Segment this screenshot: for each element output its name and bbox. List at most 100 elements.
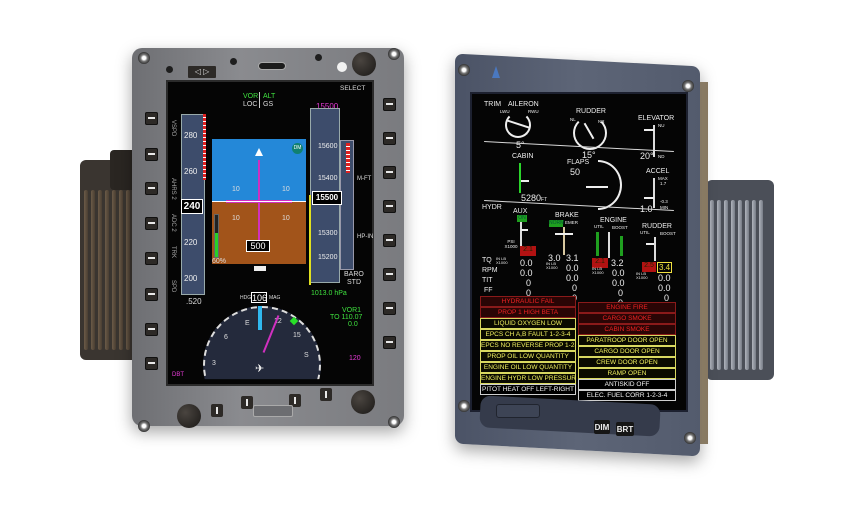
left-line-select-key-3[interactable] (145, 182, 158, 195)
rudder-trim-nl: NL (570, 117, 576, 122)
roll-pointer-icon (255, 148, 263, 156)
bottom-key-1[interactable] (211, 404, 223, 417)
caution-message: ENGINE FIRE (578, 302, 676, 313)
brightness-rocker[interactable] (258, 62, 286, 70)
airspeed-tick: 280 (184, 131, 198, 140)
bottom-key-4[interactable] (320, 388, 332, 401)
engine-2-tit: 0 (572, 283, 578, 293)
engine-2-unit: IN LB X1000 (546, 261, 558, 270)
brt-button[interactable]: BRT (616, 422, 634, 436)
engine-util-value: 2.1 (592, 258, 608, 268)
right-line-select-key-6[interactable] (383, 268, 396, 281)
caution-message: PITOT HEAT OFF LEFT-RIGHT (480, 384, 576, 395)
engine-3-tit: 0 (618, 288, 624, 298)
eicas-label-plate (496, 404, 540, 418)
brake-scale (563, 227, 565, 255)
vsi-scale (340, 140, 354, 270)
aux-value: 2.1 (520, 246, 536, 256)
dim-button[interactable]: DIM (594, 420, 610, 434)
nav-source: VOR1 (342, 307, 362, 314)
left-line-select-key-4[interactable] (145, 217, 158, 230)
caution-list-left: HYDRAULIC FAIL PROP 1 HIGH BETA LIQUID O… (480, 296, 576, 395)
screw (230, 58, 237, 65)
right-line-select-key-7[interactable] (383, 302, 396, 315)
engine-3-tq: 0.0 (612, 268, 625, 278)
caution-message: CABIN SMOKE (578, 324, 676, 335)
left-line-select-key-7[interactable] (145, 323, 158, 336)
right-bottom-knob[interactable] (351, 390, 375, 414)
brake-status: NORM (549, 220, 565, 227)
caution-message: PROP OIL LOW QUANTITY (480, 351, 576, 362)
arrow-right-icon[interactable]: ▷ (203, 67, 210, 76)
cabin-label: CABIN (512, 153, 534, 160)
lateral-armed-mode: VOR (243, 93, 259, 100)
fd-percent: 60% (212, 258, 227, 265)
left-bottom-knob[interactable] (177, 404, 201, 428)
airspeed-tick: 200 (184, 274, 198, 283)
rudder-boost-value: 3.4 (657, 262, 672, 273)
brake-right-value: 3.1 (566, 253, 579, 263)
annunciator-divider (259, 92, 260, 108)
altitude-readout: 15500 (312, 191, 342, 205)
trim-title: TRIM (484, 101, 502, 108)
altitude-tick: 15400 (318, 175, 338, 182)
flaps-needle (586, 186, 608, 188)
left-line-select-key-8[interactable] (145, 357, 158, 370)
left-line-select-key-5[interactable] (145, 252, 158, 265)
altitude-bug-line (309, 195, 311, 285)
altitude-tick: 15600 (318, 143, 338, 150)
pitch-ladder (258, 160, 260, 250)
photo-sensor (337, 62, 347, 72)
airspeed-readout: 240 (181, 199, 203, 214)
caution-message: CARGO DOOR OPEN (578, 346, 676, 357)
select-knob[interactable] (352, 52, 376, 76)
engine-1-ff: 0 (526, 288, 532, 298)
aux-label: AUX (513, 208, 528, 215)
caution-message: EPCS NO REVERSE PROP 1-2-3-4 (480, 340, 576, 351)
caution-message: ANTISKID OFF (578, 379, 676, 390)
side-label: SPD (170, 280, 176, 293)
engine-scale (608, 232, 610, 258)
cabin-unit: FT (541, 197, 548, 203)
right-line-select-key-2[interactable] (383, 132, 396, 145)
engine-4-tq: 0.0 (658, 273, 671, 283)
right-line-select-key-8[interactable] (383, 336, 396, 349)
compass-letter: E (245, 320, 250, 327)
aileron-value: 5° (516, 140, 525, 150)
bottom-key-2[interactable] (241, 396, 253, 409)
caution-message: PROP 1 HIGH BETA (480, 307, 576, 318)
caution-message: HYDRAULIC FAIL (480, 296, 576, 307)
heading-label: HDG (240, 295, 252, 301)
page-arrow-buttons[interactable]: ◁ ▷ (188, 66, 216, 78)
right-line-select-key-4[interactable] (383, 200, 396, 213)
flaps-value: 50 (570, 167, 581, 177)
accel-scale (653, 178, 655, 208)
engine-boost-label: BOOST (612, 225, 628, 230)
engine-row-label-tit: TIT (482, 277, 493, 284)
right-line-select-key-1[interactable] (383, 98, 396, 111)
engine-2-rpm: 0.0 (566, 273, 579, 283)
left-line-select-key-1[interactable] (145, 112, 158, 125)
bottom-key-3[interactable] (289, 394, 301, 407)
overspeed-band (203, 114, 206, 180)
baro-mode-label: BARO (344, 271, 364, 278)
rudder-hydr-pointer (646, 243, 654, 245)
arrow-left-icon[interactable]: ◁ (194, 67, 201, 76)
psi-label: PSI X1000 (504, 239, 518, 249)
engine-util-label: UTIL (594, 224, 604, 229)
left-line-select-key-2[interactable] (145, 148, 158, 161)
right-line-select-key-5[interactable] (383, 234, 396, 247)
hydr-title: HYDR (482, 204, 502, 211)
right-line-select-key-3[interactable] (383, 166, 396, 179)
caution-message: ELEC. FUEL CORR 1-2-3-4 (578, 390, 676, 401)
bottom-label-plate (253, 405, 293, 417)
heading-readout: 106 (251, 292, 268, 303)
left-line-select-key-6[interactable] (145, 288, 158, 301)
bezel-bolt (388, 48, 400, 60)
caution-message: ENGINE OIL LOW QUANTITY (480, 362, 576, 373)
heading-reference: MAG (269, 295, 281, 301)
pitch-label: 10 (232, 215, 240, 222)
accel-max-label: MAX (658, 176, 668, 181)
elevator-nu: NU (658, 123, 665, 128)
select-label: SELECT (340, 85, 366, 92)
